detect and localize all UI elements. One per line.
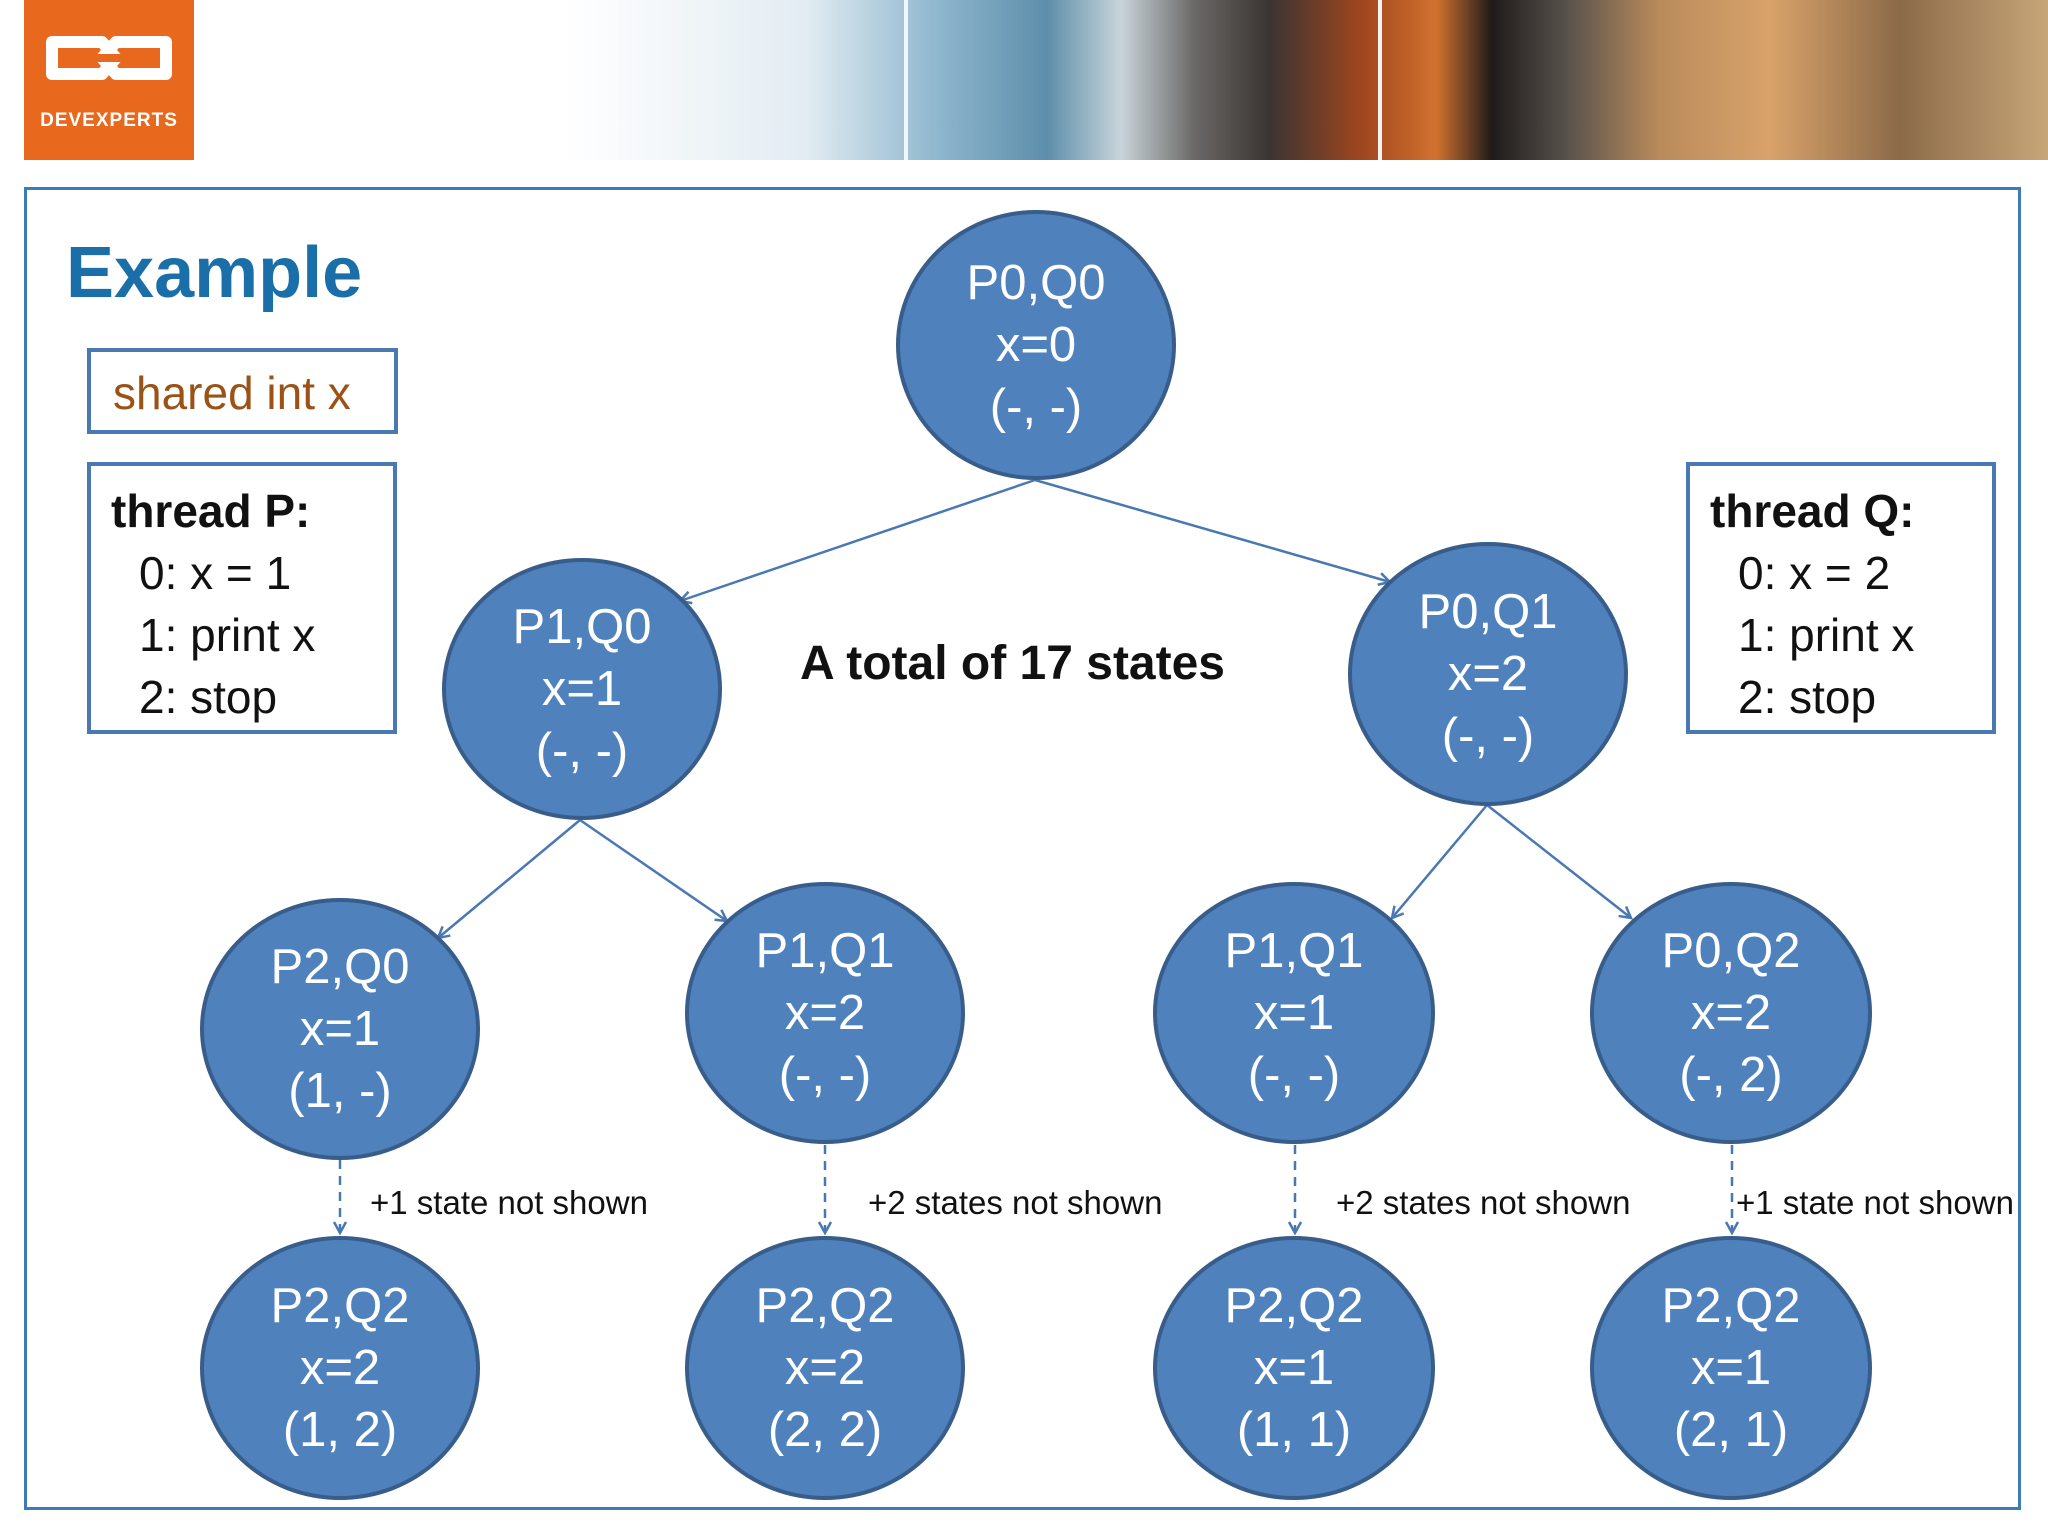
state-node-p1q1-right: P1,Q1 x=1 (-, -): [1153, 882, 1435, 1144]
node-prints: (-, -): [1247, 1048, 1341, 1102]
thread-p-title: thread P:: [111, 485, 311, 537]
node-x-value: x=2: [1447, 647, 1529, 701]
node-prints: (2, 2): [767, 1403, 883, 1457]
node-x-value: x=0: [995, 318, 1077, 372]
devexperts-logo: DEVEXPERTS: [24, 0, 194, 160]
node-prints: (2, 1): [1673, 1403, 1789, 1457]
hidden-states-note: +2 states not shown: [868, 1184, 1163, 1221]
node-prints: (-, -): [778, 1048, 872, 1102]
node-prints: (1, 1): [1236, 1403, 1352, 1457]
node-x-value: x=2: [784, 1341, 866, 1395]
node-x-value: x=1: [1253, 1341, 1335, 1395]
thread-q-line: 1: print x: [1738, 609, 1915, 661]
state-node-p2q0: P2,Q0 x=1 (1, -): [200, 898, 480, 1160]
thread-q-title: thread Q:: [1710, 485, 1915, 537]
thread-p-line: 0: x = 1: [139, 547, 292, 599]
state-node-root: P0,Q0 x=0 (-, -): [896, 210, 1176, 480]
state-node-p0q2: P0,Q2 x=2 (-, 2): [1590, 882, 1872, 1144]
edge-p1q0-to-p2q0: [438, 819, 581, 938]
state-node-final-4: P2,Q2 x=1 (2, 1): [1590, 1236, 1872, 1500]
hidden-states-note: +1 state not shown: [370, 1184, 648, 1221]
node-state: P1,Q1: [1224, 924, 1364, 978]
edge-root-to-p0q1: [1034, 478, 1390, 582]
thread-p-line: 1: print x: [139, 609, 316, 661]
edge-p0q1-to-p1q1: [1392, 804, 1488, 918]
node-state: P1,Q1: [755, 924, 895, 978]
slide-frame: [24, 187, 2021, 1510]
node-state: P1,Q0: [512, 600, 652, 654]
node-state: P2,Q2: [755, 1279, 895, 1333]
shared-variable-text: shared int x: [113, 367, 351, 419]
node-prints: (-, 2): [1679, 1048, 1783, 1102]
node-x-value: x=1: [1690, 1341, 1772, 1395]
state-node-p1q1-left: P1,Q1 x=2 (-, -): [685, 882, 965, 1144]
node-state: P2,Q2: [270, 1279, 410, 1333]
state-node-final-3: P2,Q2 x=1 (1, 1): [1153, 1236, 1435, 1500]
edge-p0q1-to-p0q2: [1486, 804, 1631, 918]
node-state: P0,Q2: [1661, 924, 1801, 978]
node-state: P2,Q2: [1661, 1279, 1801, 1333]
node-state: P0,Q1: [1418, 585, 1558, 639]
node-x-value: x=1: [541, 662, 623, 716]
thread-q-box: thread Q: 0: x = 2 1: print x 2: stop: [1686, 462, 1996, 734]
edge-root-to-p1q0: [680, 478, 1036, 601]
slide-title: Example: [66, 233, 363, 313]
logo-text: DEVEXPERTS: [40, 110, 178, 131]
node-x-value: x=1: [1253, 986, 1335, 1040]
node-x-value: x=1: [299, 1002, 381, 1056]
state-node-final-1: P2,Q2 x=2 (1, 2): [200, 1236, 480, 1500]
node-prints: (1, -): [288, 1064, 392, 1118]
node-state: P2,Q0: [270, 940, 410, 994]
header-banner-image: [194, 0, 2048, 160]
shared-variable-box: shared int x: [87, 348, 398, 434]
total-states-label: A total of 17 states: [800, 637, 1225, 690]
node-x-value: x=2: [1690, 986, 1772, 1040]
state-node-p1q0: P1,Q0 x=1 (-, -): [442, 558, 722, 820]
hidden-states-note: +2 states not shown: [1336, 1184, 1631, 1221]
state-node-p0q1: P0,Q1 x=2 (-, -): [1348, 542, 1628, 806]
edge-p1q0-to-p1q1: [579, 818, 727, 921]
state-node-final-2: P2,Q2 x=2 (2, 2): [685, 1236, 965, 1500]
node-prints: (1, 2): [282, 1403, 398, 1457]
node-x-value: x=2: [784, 986, 866, 1040]
hidden-states-note: +1 state not shown: [1736, 1184, 2014, 1221]
thread-p-box: thread P: 0: x = 1 1: print x 2: stop: [87, 462, 397, 734]
node-x-value: x=2: [299, 1341, 381, 1395]
node-state: P2,Q2: [1224, 1279, 1364, 1333]
thread-q-line: 2: stop: [1738, 671, 1877, 723]
node-prints: (-, -): [989, 380, 1083, 434]
slide-header: DEVEXPERTS: [0, 0, 2048, 165]
node-prints: (-, -): [1441, 709, 1535, 763]
logo-mark-icon: [46, 36, 172, 80]
node-state: P0,Q0: [966, 256, 1106, 310]
thread-q-line: 0: x = 2: [1738, 547, 1891, 599]
node-prints: (-, -): [535, 724, 629, 778]
thread-p-line: 2: stop: [139, 671, 278, 723]
